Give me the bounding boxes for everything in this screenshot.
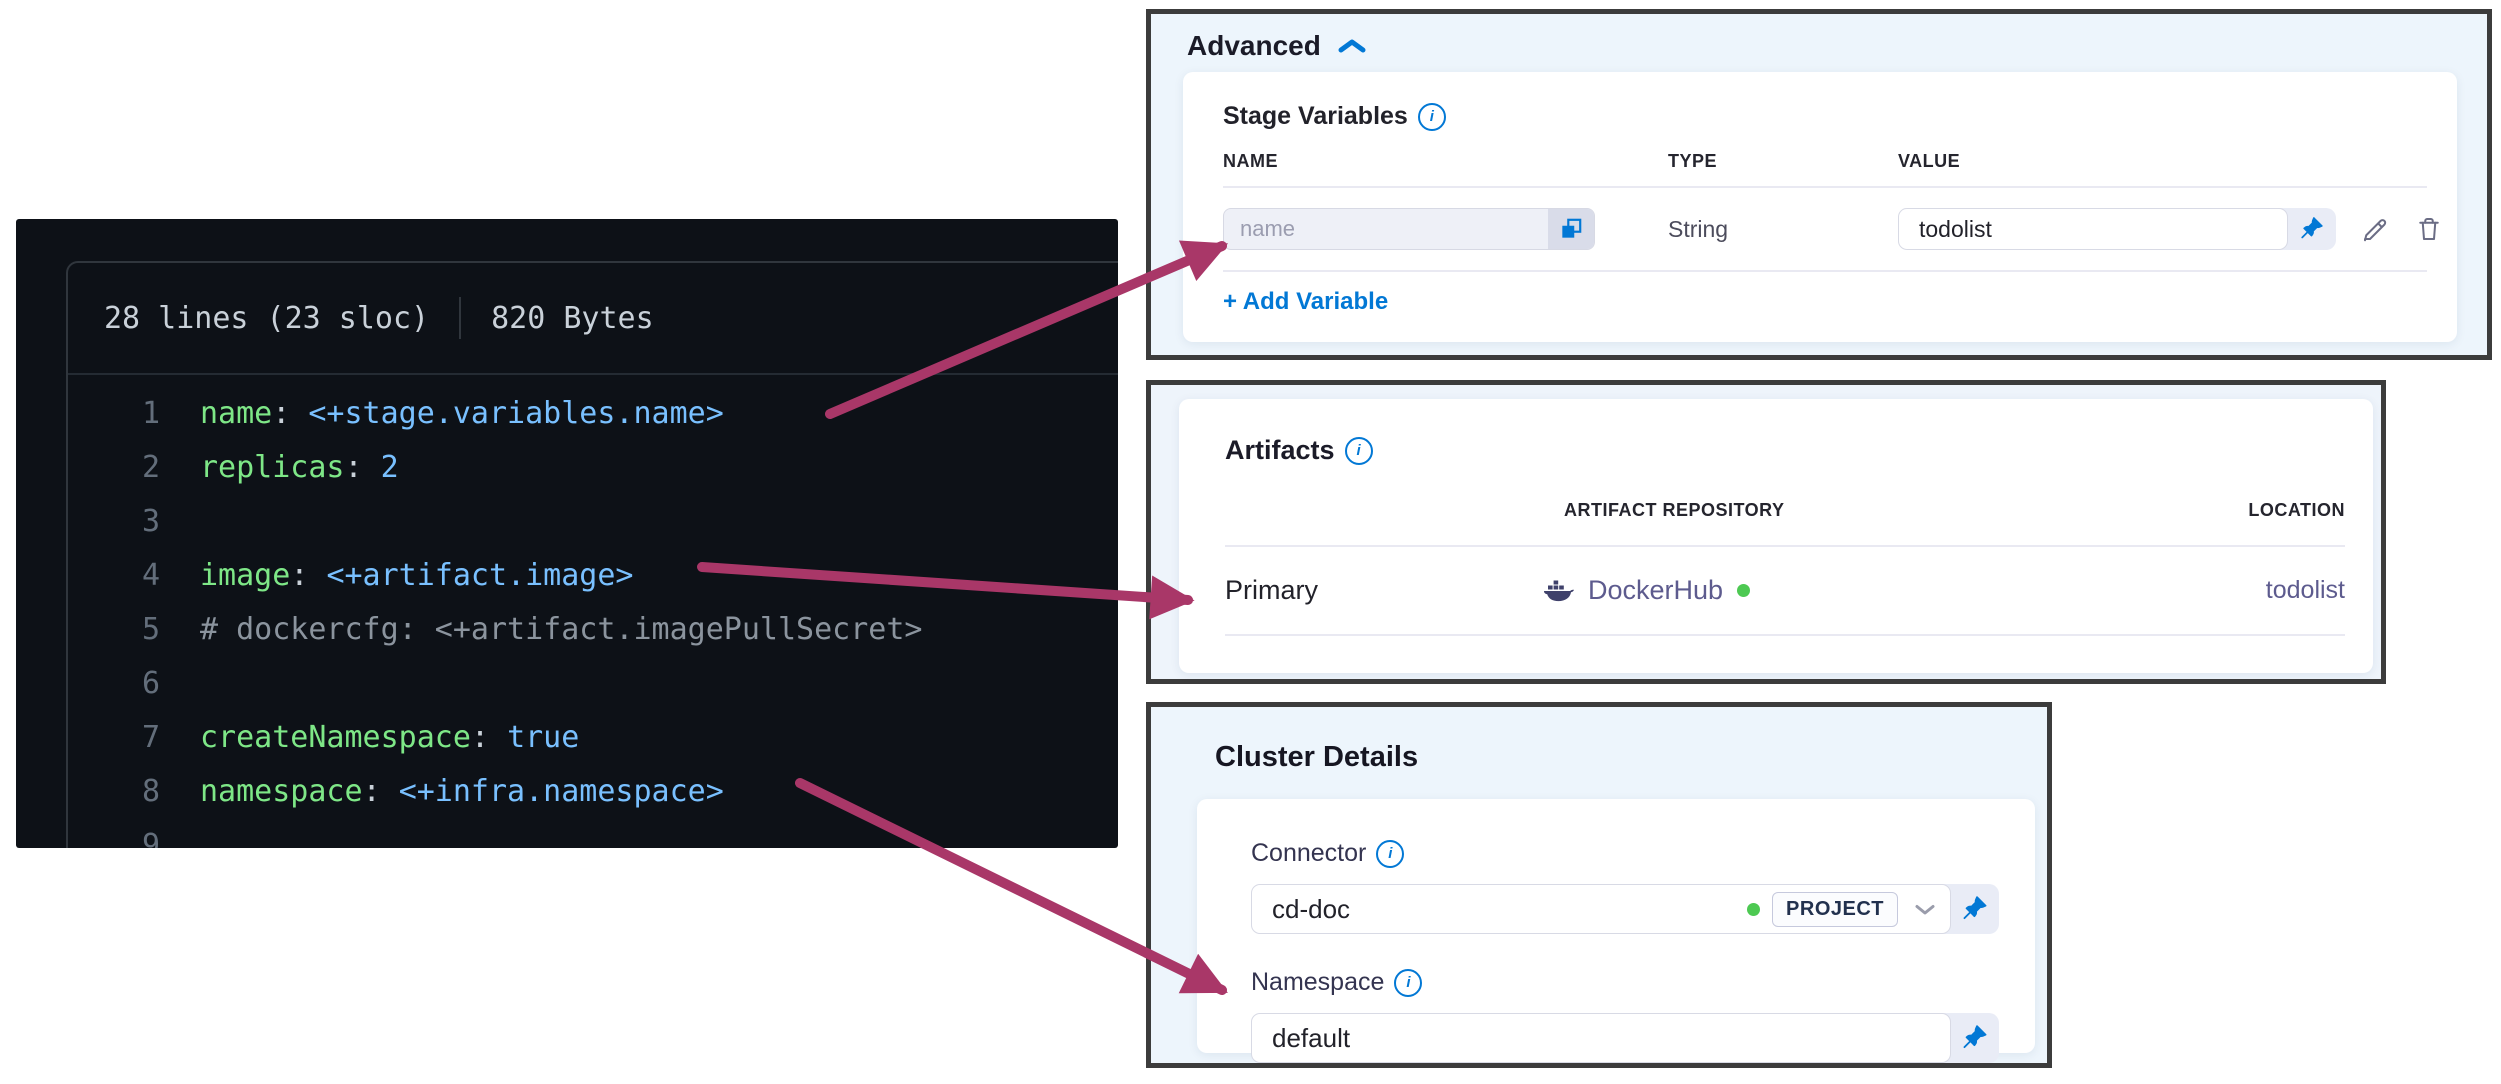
info-icon[interactable]: i	[1376, 839, 1405, 868]
namespace-input[interactable]	[1270, 1021, 1936, 1055]
info-icon[interactable]: i	[1394, 968, 1423, 997]
advanced-title: Advanced	[1187, 30, 1321, 61]
advanced-panel: Advanced Stage Variables i NAME TYPE VAL…	[1146, 9, 2492, 360]
trash-icon[interactable]	[2414, 214, 2444, 244]
stage-variables-card: Stage Variables i NAME TYPE VALUE String	[1183, 72, 2457, 342]
code-meta-bar: 28 lines (23 sloc) 820 Bytes	[68, 263, 1118, 375]
add-variable-button[interactable]: + Add Variable	[1223, 288, 1389, 315]
info-icon[interactable]: i	[1344, 436, 1373, 465]
namespace-input-wrap	[1251, 1013, 1999, 1063]
divider	[1223, 270, 2427, 272]
chevron-up-icon[interactable]	[1337, 37, 1367, 55]
artifact-location: todolist	[2265, 576, 2345, 604]
meta-divider	[459, 297, 462, 339]
artifacts-panel: Artifacts i ARTIFACT REPOSITORY LOCATION…	[1146, 380, 2386, 684]
divider	[1223, 186, 2427, 188]
divider	[1225, 545, 2345, 547]
artifact-repository-name[interactable]: DockerHub	[1588, 575, 1724, 605]
connector-label: Connector	[1251, 839, 1367, 867]
code-line: 9	[141, 828, 160, 848]
artifacts-card: Artifacts i ARTIFACT REPOSITORY LOCATION…	[1179, 399, 2373, 673]
pushpin-icon[interactable]	[1951, 1013, 1999, 1063]
connector-input[interactable]	[1270, 892, 1736, 926]
variable-name-input-wrap	[1223, 208, 1595, 250]
code-line: 3	[141, 504, 160, 539]
column-value: VALUE	[1898, 151, 1961, 171]
copy-icon[interactable]	[1548, 209, 1594, 249]
column-location: LOCATION	[2248, 500, 2345, 520]
scope-badge[interactable]: PROJECT	[1772, 891, 1898, 927]
variable-value-input[interactable]	[1917, 214, 2273, 244]
variable-name-input[interactable]	[1224, 209, 1548, 249]
code-file-size: 820 Bytes	[491, 300, 654, 336]
connector-input-wrap: PROJECT	[1251, 884, 1999, 934]
column-artifact-repository: ARTIFACT REPOSITORY	[1564, 500, 1785, 520]
column-type: TYPE	[1668, 151, 1718, 171]
cluster-details-card: Connector i PROJECT Namespace i	[1197, 799, 2035, 1063]
code-line: 6	[141, 666, 160, 701]
column-name: NAME	[1223, 151, 1278, 171]
variable-type: String	[1668, 215, 1729, 242]
stage-variables-title: Stage Variables	[1223, 102, 1408, 130]
artifact-label: Primary	[1225, 575, 1318, 605]
artifact-row[interactable]: Primary DockerHub todolist	[1225, 547, 2345, 634]
green-status-dot	[1747, 902, 1761, 916]
code-line: 5# dockercfg: <+artifact.imagePullSecret…	[141, 612, 923, 647]
cluster-details-panel: Cluster Details Connector i PROJECT Name…	[1146, 702, 2052, 1068]
cluster-details-title: Cluster Details	[1215, 741, 1419, 773]
variable-value-input-wrap	[1898, 208, 2336, 250]
artifacts-title: Artifacts	[1225, 435, 1335, 465]
pushpin-icon[interactable]	[2288, 208, 2336, 250]
variable-row: String	[1223, 188, 2439, 270]
chevron-down-icon[interactable]	[1914, 903, 1936, 916]
info-icon[interactable]: i	[1417, 102, 1446, 131]
divider	[1225, 634, 2345, 636]
pushpin-icon[interactable]	[1951, 884, 1999, 934]
namespace-label: Namespace	[1251, 968, 1385, 996]
code-line-count: 28 lines (23 sloc)	[104, 300, 430, 336]
green-status-dot	[1737, 584, 1751, 597]
pencil-icon[interactable]	[2360, 214, 2390, 244]
docker-whale-icon	[1542, 578, 1574, 604]
